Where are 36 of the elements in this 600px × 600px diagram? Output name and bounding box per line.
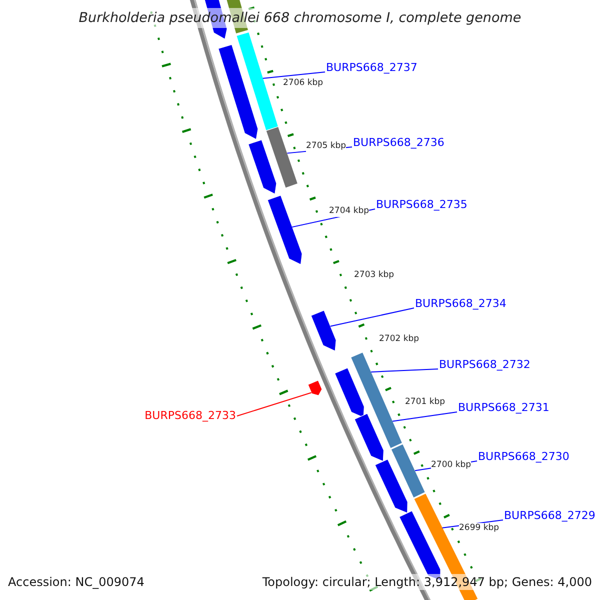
genome-info-text: Topology: circular; Length: 3,912,947 bp; Genes: 4,000 xyxy=(262,574,592,590)
gene-label: BURPS668_2732 xyxy=(439,358,530,372)
gene-feature xyxy=(308,380,322,396)
kbp-label: 2700 kbp xyxy=(431,460,472,471)
kbp-label: 2702 kbp xyxy=(379,334,420,345)
gene-feature xyxy=(374,458,408,514)
gene-label: BURPS668_2736 xyxy=(353,136,444,150)
gene-label: BURPS668_2737 xyxy=(326,61,418,75)
gene-feature xyxy=(354,413,384,462)
gene-label: BURPS668_2729 xyxy=(504,509,596,523)
kbp-label: 2704 kbp xyxy=(329,206,370,217)
kbp-label: 2701 kbp xyxy=(405,397,446,408)
kbp-label: 2705 kbp xyxy=(306,141,346,152)
gene-label: BURPS668_2731 xyxy=(458,401,550,415)
kbp-label: 2703 kbp xyxy=(354,270,394,281)
kbp-label: 2706 kbp xyxy=(283,78,324,89)
gene-bar xyxy=(266,126,298,188)
accession-text: Accession: NC_009074 xyxy=(8,574,144,590)
gene-feature xyxy=(334,368,364,418)
kbp-label: 2699 kbp xyxy=(459,523,500,534)
gene-feature xyxy=(310,310,336,352)
leader-line xyxy=(236,392,312,416)
gene-feature xyxy=(267,194,302,265)
gene-label: BURPS668_2734 xyxy=(415,297,506,311)
gene-feature xyxy=(218,44,258,140)
gene-bar xyxy=(350,352,403,449)
gene-label: BURPS668_2735 xyxy=(376,198,468,212)
leader-line xyxy=(370,368,438,372)
leader-line xyxy=(262,72,326,79)
gene-feature xyxy=(248,139,277,194)
gene-bar xyxy=(390,444,426,498)
gene-label: BURPS668_2730 xyxy=(478,450,570,464)
leader-line xyxy=(330,308,414,327)
gene-bar xyxy=(236,32,279,132)
leader-line xyxy=(392,412,458,422)
gene-label: BURPS668_2733 xyxy=(144,409,236,423)
